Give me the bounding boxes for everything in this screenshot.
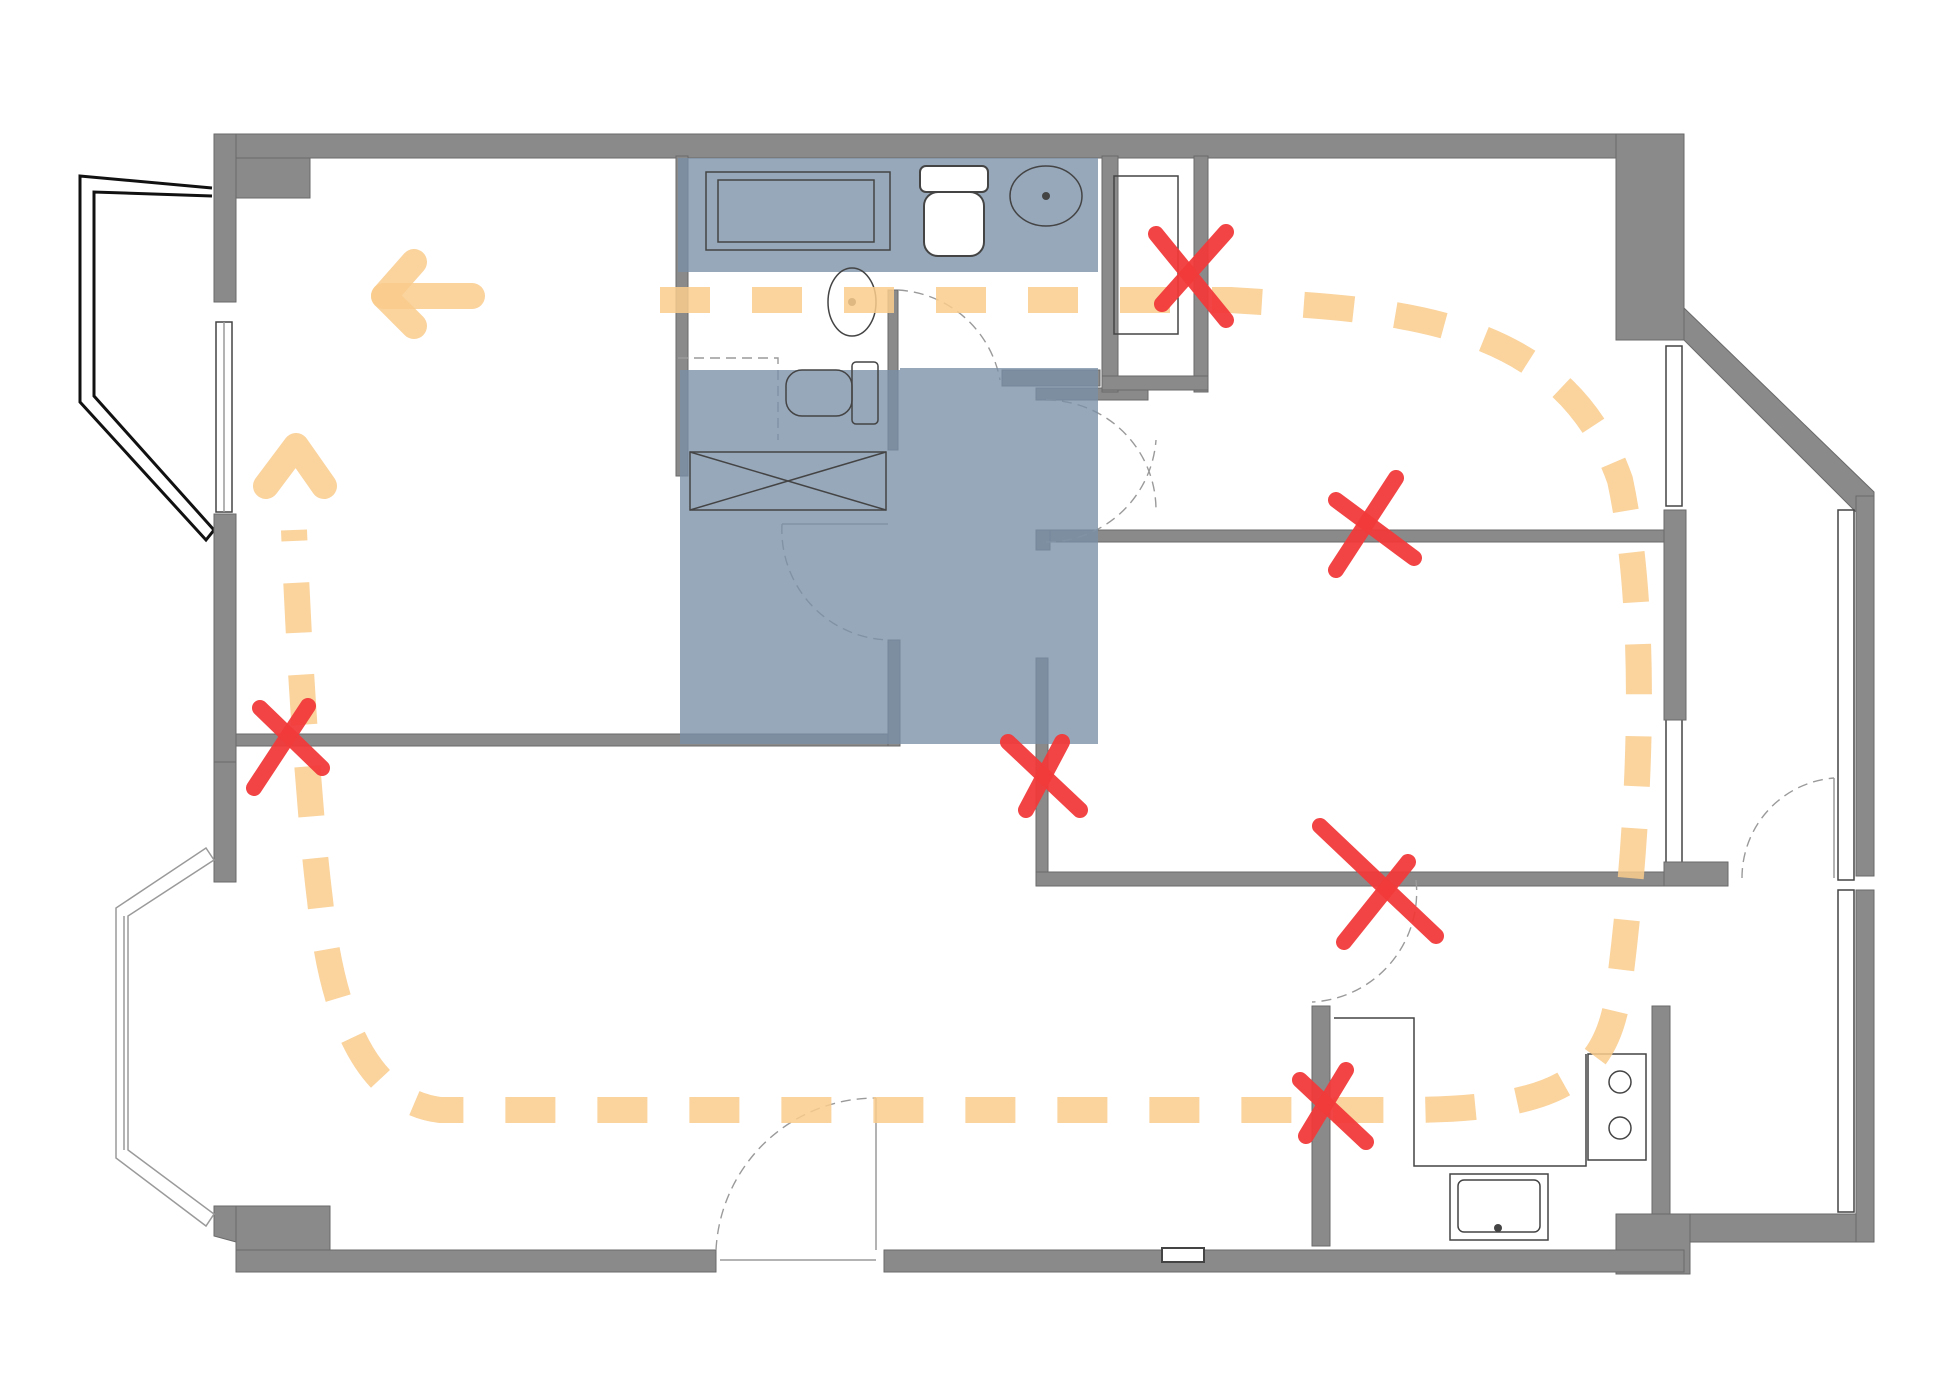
- blocked-passage-marker: [1148, 224, 1234, 328]
- blocked-passage-marker: [1312, 818, 1444, 950]
- toilet-icon: [785, 361, 879, 425]
- blocked-passage-marker: [1328, 470, 1422, 578]
- bathroom-zone-bath: [678, 158, 900, 272]
- blocked-passage-marker: [246, 698, 330, 796]
- stove-icon: [1587, 1053, 1647, 1161]
- bathtub-icon: [705, 171, 891, 251]
- arrow-head-up: [253, 433, 337, 499]
- blocked-passage-markers: [246, 224, 1444, 1150]
- left-window: [215, 321, 233, 513]
- bathroom-zone-washroom: [680, 370, 900, 744]
- shower-icon: [689, 451, 887, 511]
- toilet-icon: [919, 165, 989, 257]
- washbasin-icon: [1009, 165, 1083, 227]
- bay-window: [115, 846, 216, 1228]
- blocked-passage-marker: [1292, 1062, 1374, 1150]
- outer-walls: [213, 133, 1875, 1275]
- bathroom-zone-hall: [900, 368, 1098, 744]
- blocked-passage-marker: [1000, 734, 1088, 818]
- circulation-path: [253, 249, 1652, 1123]
- kitchen-counter: [1334, 1017, 1587, 1167]
- kitchen-sink-icon: [1449, 1173, 1549, 1241]
- bathroom-zones: [678, 158, 1098, 744]
- balcony-outline: [78, 174, 216, 543]
